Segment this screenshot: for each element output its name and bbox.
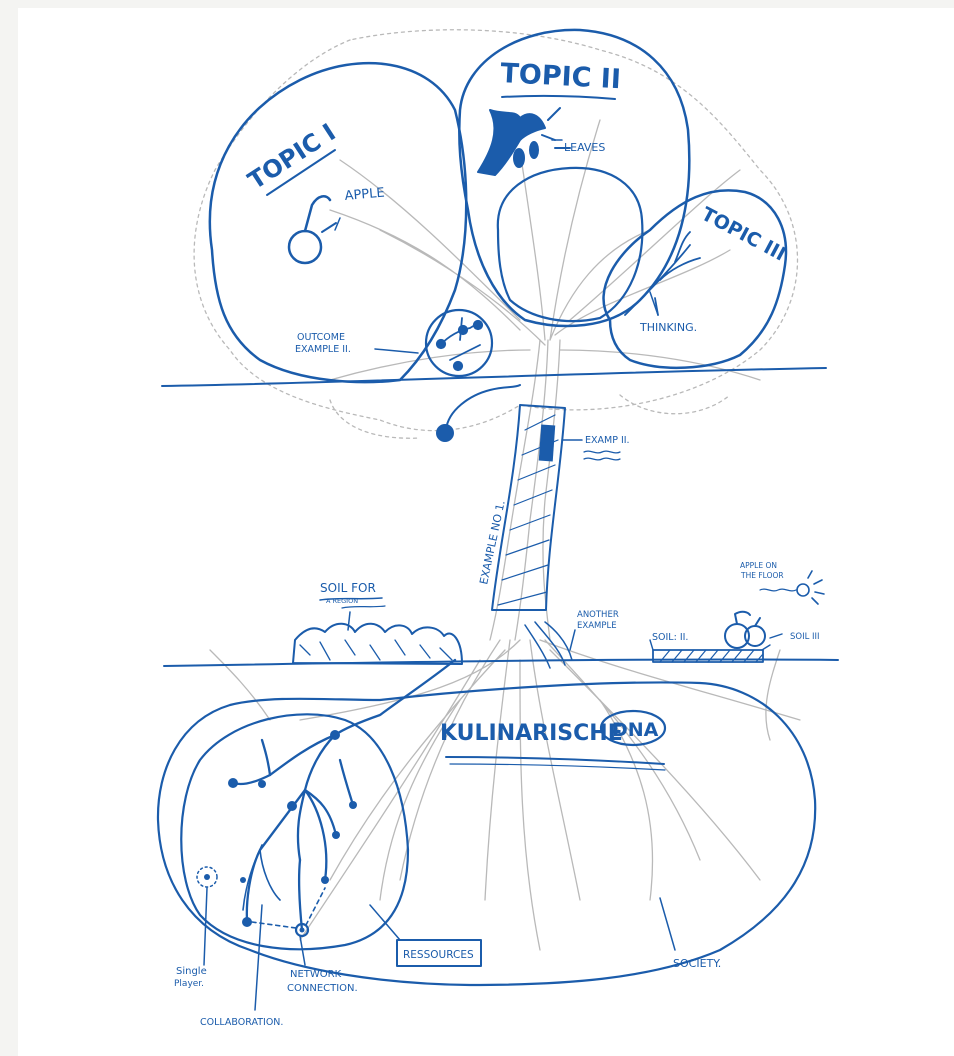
soil-2-label: SOIL: II.	[652, 632, 688, 643]
apple-icon	[289, 196, 336, 263]
labels: TOPIC I TOPIC II TOPIC III APPLE LEAVES …	[174, 58, 820, 1028]
soil-3-label: SOIL III	[790, 632, 820, 642]
examp-2-label: EXAMP II.	[585, 435, 630, 446]
single-player-label-line2: Player.	[174, 979, 204, 989]
network-label-line2: CONNECTION.	[287, 983, 358, 994]
another-example-label-line2: EXAMPLE	[577, 621, 617, 631]
apple-floor-label-line1: APPLE ON	[740, 561, 777, 570]
soil-for-label-line1: SOIL FOR	[320, 581, 376, 595]
topic-2-label: TOPIC II	[500, 58, 622, 95]
another-example-label-line1: ANOTHER	[577, 610, 619, 620]
leaves-label: LEAVES	[564, 141, 605, 154]
single-player-label-line1: Single	[176, 966, 207, 977]
kulinarische-label: KULINARISCHE	[440, 721, 623, 746]
soil-bed	[293, 612, 462, 664]
network-label-line1: NETWORK	[290, 969, 342, 980]
horizon-line	[162, 368, 826, 386]
ressources-circle	[181, 714, 408, 949]
outcome-label-line2: EXAMPLE II.	[295, 344, 351, 355]
outcome-label-line1: OUTCOME	[297, 332, 345, 343]
soil-for-label-line2: A REGION	[326, 597, 358, 605]
society-label: SOCIETY.	[673, 957, 721, 970]
ressources-label: RESSOURCES	[403, 949, 474, 961]
apple-label: APPLE	[344, 186, 385, 204]
apples-on-floor-icon	[725, 612, 765, 648]
outcome-example-icon	[375, 310, 492, 376]
topic-2-inner-bubble	[498, 168, 643, 321]
dna-label: DNA	[612, 719, 659, 741]
falling-apple-icon	[437, 385, 520, 441]
apple-floor-label-line2: THE FLOOR	[740, 571, 784, 580]
topic-3-bubble	[604, 190, 786, 367]
thinking-label: THINKING.	[639, 321, 697, 334]
collaboration-label: COLLABORATION.	[200, 1017, 283, 1028]
sun-icon	[797, 571, 824, 604]
leaves-icon	[478, 108, 570, 175]
